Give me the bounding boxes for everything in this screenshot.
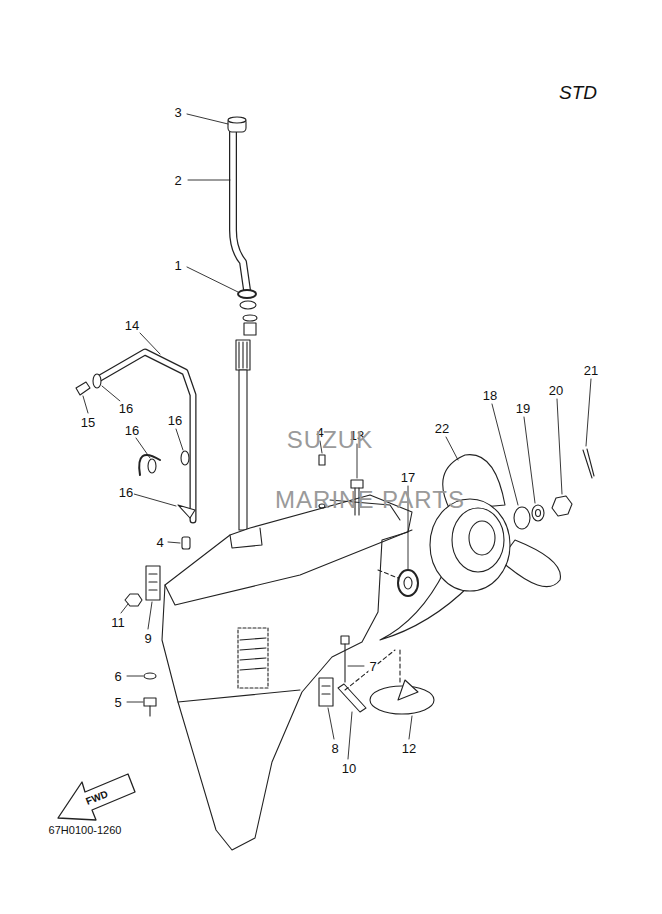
callout-number: 15: [80, 416, 96, 429]
callout-number: 16: [118, 486, 134, 499]
watermark-text: MARINE PARTS: [275, 488, 465, 512]
callout-number: 14: [124, 319, 140, 332]
callout-number: 7: [368, 660, 377, 673]
callout-number: 17: [400, 471, 416, 484]
callout-number: 6: [113, 670, 122, 683]
diagram-code: 67H0100-1260: [49, 825, 122, 836]
callout-number: 2: [173, 174, 182, 187]
view-title: STD: [559, 83, 597, 102]
callout-number: 8: [330, 742, 339, 755]
callout-number: 10: [341, 762, 357, 775]
callout-number: 11: [110, 616, 126, 629]
callout-number: 22: [434, 422, 450, 435]
callout-number: 1: [173, 259, 182, 272]
callout-number: 4: [155, 536, 164, 549]
callout-number: 21: [583, 364, 599, 377]
callout-number: 12: [401, 742, 417, 755]
callout-number: 9: [143, 632, 152, 645]
callout-number: 5: [113, 696, 122, 709]
callout-number: 16: [124, 424, 140, 437]
callout-number: 18: [482, 389, 498, 402]
callout-number: 3: [173, 106, 182, 119]
callout-number: 16: [167, 414, 183, 427]
callout-number: 20: [548, 384, 564, 397]
watermark-text: SUZUK: [287, 428, 373, 452]
callout-number: 19: [515, 402, 531, 415]
callout-number: 16: [118, 402, 134, 415]
